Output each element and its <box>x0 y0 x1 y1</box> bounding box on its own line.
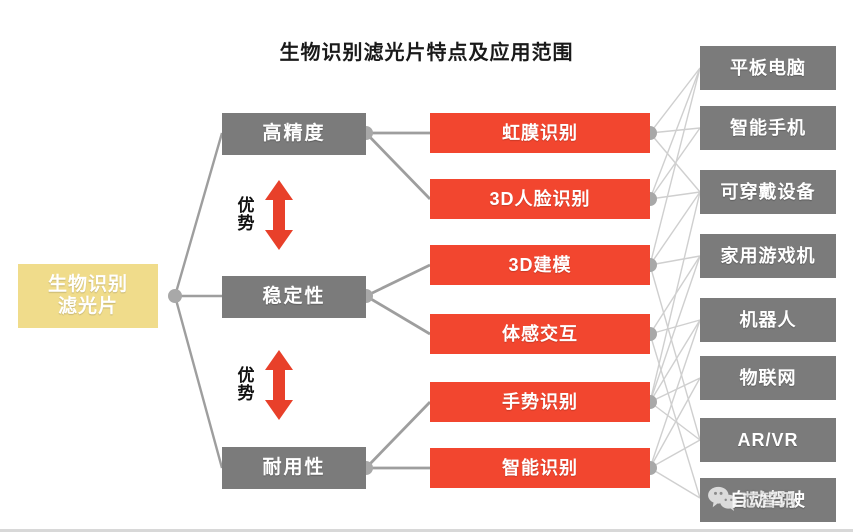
feature-label: 稳定性 <box>262 286 326 308</box>
feature-label: 耐用性 <box>262 457 326 479</box>
tech-node-3d-face-recognition[interactable]: 3D人脸识别 <box>430 179 650 219</box>
app-label: 智能手机 <box>730 117 806 138</box>
advantage-label-line1: 优 <box>237 196 255 216</box>
app-label: 自动驾驶 <box>730 489 806 510</box>
app-node-smartphone[interactable]: 智能手机 <box>700 106 836 150</box>
advantage-label-line2: 势 <box>237 384 255 403</box>
advantage-label-line2: 势 <box>237 214 255 233</box>
app-node-autonomous-driving[interactable]: 自动驾驶 <box>700 478 836 522</box>
tech-node-gesture-recognition[interactable]: 手势识别 <box>430 382 650 422</box>
advantage-annotation-2: 优 势 <box>236 348 296 422</box>
app-label: 可穿戴设备 <box>720 181 816 202</box>
tech-node-iris-recognition[interactable]: 虹膜识别 <box>430 113 650 153</box>
app-node-ar-vr[interactable]: AR/VR <box>700 418 836 462</box>
root-node-biometric-filter[interactable]: 生物识别 滤光片 <box>18 264 158 328</box>
feature-node-stability[interactable]: 稳定性 <box>222 276 366 318</box>
page-title: 生物识别滤光片特点及应用范围 <box>279 42 574 64</box>
feature-node-durability[interactable]: 耐用性 <box>222 447 366 489</box>
tech-label: 虹膜识别 <box>502 122 578 143</box>
root-node-line2: 滤光片 <box>57 296 118 317</box>
app-label: 平板电脑 <box>730 57 806 78</box>
tech-label: 3D人脸识别 <box>489 188 591 209</box>
tech-node-motion-interaction[interactable]: 体感交互 <box>430 314 650 354</box>
tech-node-3d-modeling[interactable]: 3D建模 <box>430 245 650 285</box>
tech-label: 智能识别 <box>502 457 578 478</box>
tech-node-intelligent-recognition[interactable]: 智能识别 <box>430 448 650 488</box>
advantage-label-1: 优 势 <box>236 197 256 233</box>
advantage-annotation-1: 优 势 <box>236 178 296 252</box>
advantage-label-2: 优 势 <box>236 367 256 403</box>
app-node-iot[interactable]: 物联网 <box>700 356 836 400</box>
bottom-divider <box>0 529 853 532</box>
app-node-wearable-device[interactable]: 可穿戴设备 <box>700 170 836 214</box>
feature-label: 高精度 <box>262 123 326 145</box>
app-label: 家用游戏机 <box>720 245 816 266</box>
app-label: 机器人 <box>739 309 797 330</box>
app-node-tablet[interactable]: 平板电脑 <box>700 46 836 90</box>
app-label: 物联网 <box>739 367 797 388</box>
app-node-robot[interactable]: 机器人 <box>700 298 836 342</box>
root-node-line1: 生物识别 <box>47 274 128 296</box>
advantage-label-line1: 优 <box>237 366 255 386</box>
tech-label: 手势识别 <box>502 391 578 412</box>
feature-node-high-precision[interactable]: 高精度 <box>222 113 366 155</box>
app-node-home-game-console[interactable]: 家用游戏机 <box>700 234 836 278</box>
app-label: AR/VR <box>737 429 799 450</box>
hub-dot-root <box>168 289 182 303</box>
tech-label: 体感交互 <box>502 323 578 344</box>
tech-label: 3D建模 <box>508 254 572 275</box>
double-arrow-icon <box>265 350 293 420</box>
double-arrow-icon <box>265 180 293 250</box>
